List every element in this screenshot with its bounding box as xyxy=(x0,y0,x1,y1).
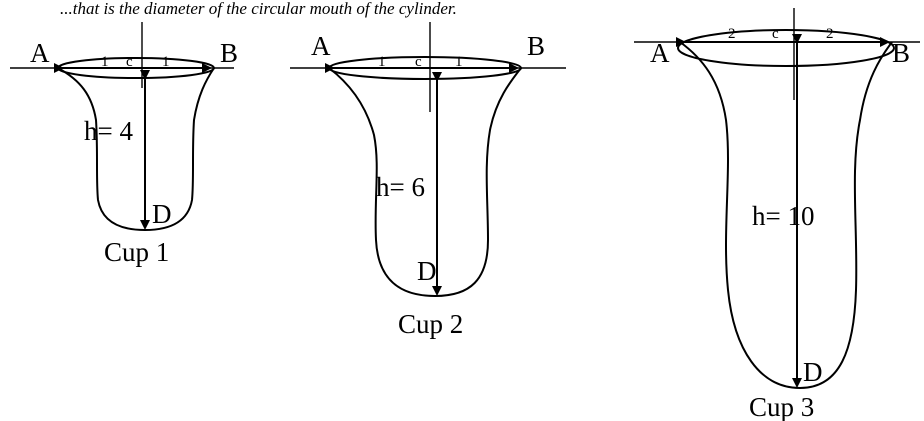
cup-3: A B c 2 2 h= 10 D Cup 3 xyxy=(634,8,920,421)
cup-1: A B c 1 1 h= 4 D Cup 1 xyxy=(10,22,238,267)
cup-3-label-a: A xyxy=(650,38,670,68)
cup-2-half-right: 1 xyxy=(455,54,463,70)
cup-2-caption: Cup 2 xyxy=(398,309,463,339)
cup-3-label-c: c xyxy=(772,26,779,42)
cup-2: A B c 1 1 h= 6 D Cup 2 xyxy=(290,22,566,339)
cup-2-label-b: B xyxy=(527,31,545,61)
cup-1-body xyxy=(57,67,215,232)
cup-1-half-left: 1 xyxy=(101,54,109,70)
cup-1-half-right: 1 xyxy=(162,54,170,70)
cup-3-half-right: 2 xyxy=(826,26,834,42)
cup-1-label-d: D xyxy=(152,199,172,229)
cup-1-label-c: c xyxy=(126,54,133,70)
cup-1-caption: Cup 1 xyxy=(104,237,169,267)
cup-3-mouth xyxy=(677,29,895,67)
header-text: ...that is the diameter of the circular … xyxy=(60,0,457,18)
cup-2-label-d: D xyxy=(417,256,437,286)
cup-2-half-left: 1 xyxy=(378,54,386,70)
cup-3-label-d: D xyxy=(803,357,823,387)
cup-3-label-b: B xyxy=(892,38,910,68)
cup-3-half-left: 2 xyxy=(728,26,736,42)
cup-3-caption: Cup 3 xyxy=(749,392,814,421)
cup-3-height-label: h= 10 xyxy=(752,201,814,231)
cup-2-label-c: c xyxy=(415,54,422,70)
cup-1-label-a: A xyxy=(30,38,50,68)
cup-2-label-a: A xyxy=(311,31,331,61)
cup-2-height-label: h= 6 xyxy=(376,172,425,202)
cup-1-height-label: h= 4 xyxy=(84,116,133,146)
cup-1-label-b: B xyxy=(220,38,238,68)
